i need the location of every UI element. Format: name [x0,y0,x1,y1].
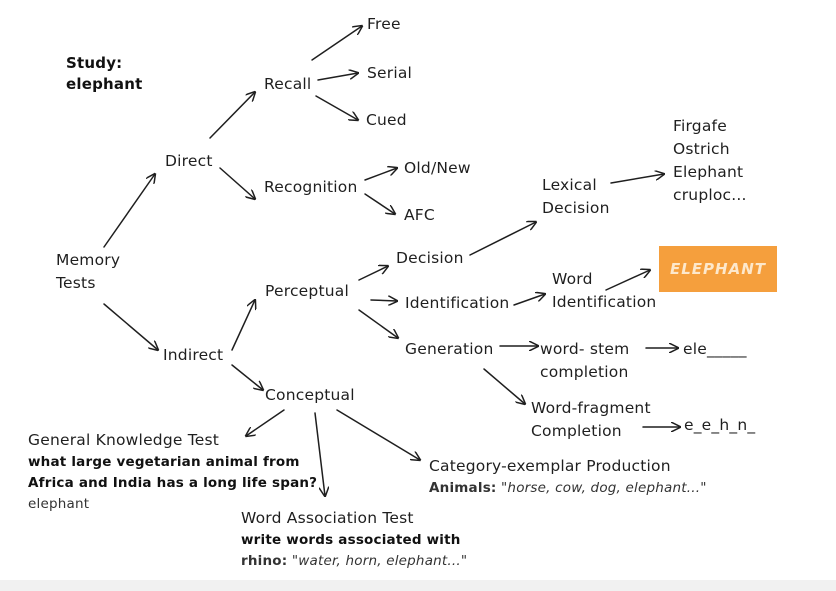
general-knowledge-question-line1: what large vegetarian animal from [28,454,300,470]
general-knowledge-title: General Knowledge Test [28,431,220,449]
node-old-new: Old/New [404,159,471,177]
word-association-instruction: write words associated with [241,532,461,548]
study-title: Study: [66,54,123,72]
node-word-stem-completion: word- stem completion [540,338,629,384]
node-word-fragment-line2: Completion [531,422,622,440]
lexical-example-2: Ostrich [673,140,730,158]
node-word-stem-line1: word- stem [540,340,630,358]
word-association-title: Word Association Test [241,509,414,527]
category-exemplar-list: "horse, cow, dog, elephant..." [496,480,707,496]
arrow-indirect-to-perceptual [231,300,255,351]
arrow-identification-to-word-identification [513,294,545,306]
node-indirect: Indirect [163,346,224,364]
arrow-perceptual-to-identification [370,300,397,301]
arrow-decision-to-lexical-decision [469,222,536,256]
node-memory-tests-line1: Memory [56,251,121,269]
word-association-example: rhino: "water, horn, elephant..." [241,551,467,572]
lexical-examples: Firgafe Ostrich Elephant cruploc... [673,115,747,207]
node-conceptual: Conceptual [265,386,355,404]
study-label: Study: elephant [66,53,142,95]
arrow-lexical-decision-to-examples [610,174,664,184]
word-association-prefix: rhino: [241,553,288,569]
arrow-direct-to-recognition [219,167,255,199]
word-fragment-example: e_e_h_n_ [684,416,756,434]
arrow-memory-tests-to-direct [103,174,155,248]
node-word-stem-line2: completion [540,363,629,381]
arrow-direct-to-recall [209,92,255,139]
node-word-fragment-line1: Word-fragment [531,399,651,417]
node-lexical-decision-line1: Lexical [542,176,597,194]
arrow-recall-to-free [311,26,362,61]
category-exemplar-example: Animals: "horse, cow, dog, elephant..." [429,478,707,499]
arrow-conceptual-to-general-knowledge [246,409,285,436]
general-knowledge-answer: elephant [28,496,90,512]
study-word: elephant [66,75,143,93]
arrow-recognition-to-old-new [364,168,397,181]
node-generation: Generation [405,340,494,358]
node-word-identification-line2: Identification [552,293,657,311]
arrow-recall-to-serial [317,73,358,81]
arrow-word-identification-to-badge [605,270,650,291]
node-word-identification-line1: Word [552,270,593,288]
lexical-example-1: Firgafe [673,117,727,135]
node-word-identification: Word Identification [552,268,656,314]
elephant-badge: ELEPHANT [659,246,777,292]
node-decision: Decision [396,249,464,267]
node-free: Free [367,15,401,33]
node-memory-tests-line2: Tests [56,274,96,292]
arrow-generation-to-word-fragment [483,368,525,404]
lexical-example-3: Elephant [673,163,744,181]
node-direct: Direct [165,152,213,170]
node-recognition: Recognition [264,178,358,196]
category-exemplar-title: Category-exemplar Production [429,457,671,475]
node-cued: Cued [366,111,407,129]
arrow-perceptual-to-generation [358,309,398,338]
node-identification: Identification [405,294,510,312]
lexical-example-4: cruploc... [673,186,747,204]
node-recall: Recall [264,75,312,93]
node-serial: Serial [367,64,413,82]
node-perceptual: Perceptual [265,282,349,300]
general-knowledge-question-line2: Africa and India has a long life span? [28,475,318,491]
arrow-perceptual-to-decision [358,266,388,281]
node-lexical-decision-line2: Decision [542,199,610,217]
word-association-list: "water, horn, elephant..." [287,553,468,569]
node-memory-tests: Memory Tests [56,249,120,295]
arrow-conceptual-to-category-exemplar [336,409,420,460]
word-stem-example: ele_____ [683,340,747,358]
arrow-memory-tests-to-indirect [103,303,158,350]
arrow-recall-to-cued [315,95,358,120]
arrow-conceptual-to-word-association [314,412,325,496]
word-association-block: Word Association Test write words associ… [241,507,467,572]
category-exemplar-block: Category-exemplar Production Animals: "h… [429,455,707,499]
node-word-fragment-completion: Word-fragment Completion [531,397,651,443]
node-lexical-decision: Lexical Decision [542,174,610,220]
arrow-indirect-to-conceptual [231,364,263,390]
bottom-bar [0,580,836,591]
general-knowledge-block: General Knowledge Test what large vegeta… [28,429,317,515]
node-afc: AFC [404,206,435,224]
category-exemplar-prefix: Animals: [429,480,497,496]
arrow-recognition-to-afc [364,193,395,214]
